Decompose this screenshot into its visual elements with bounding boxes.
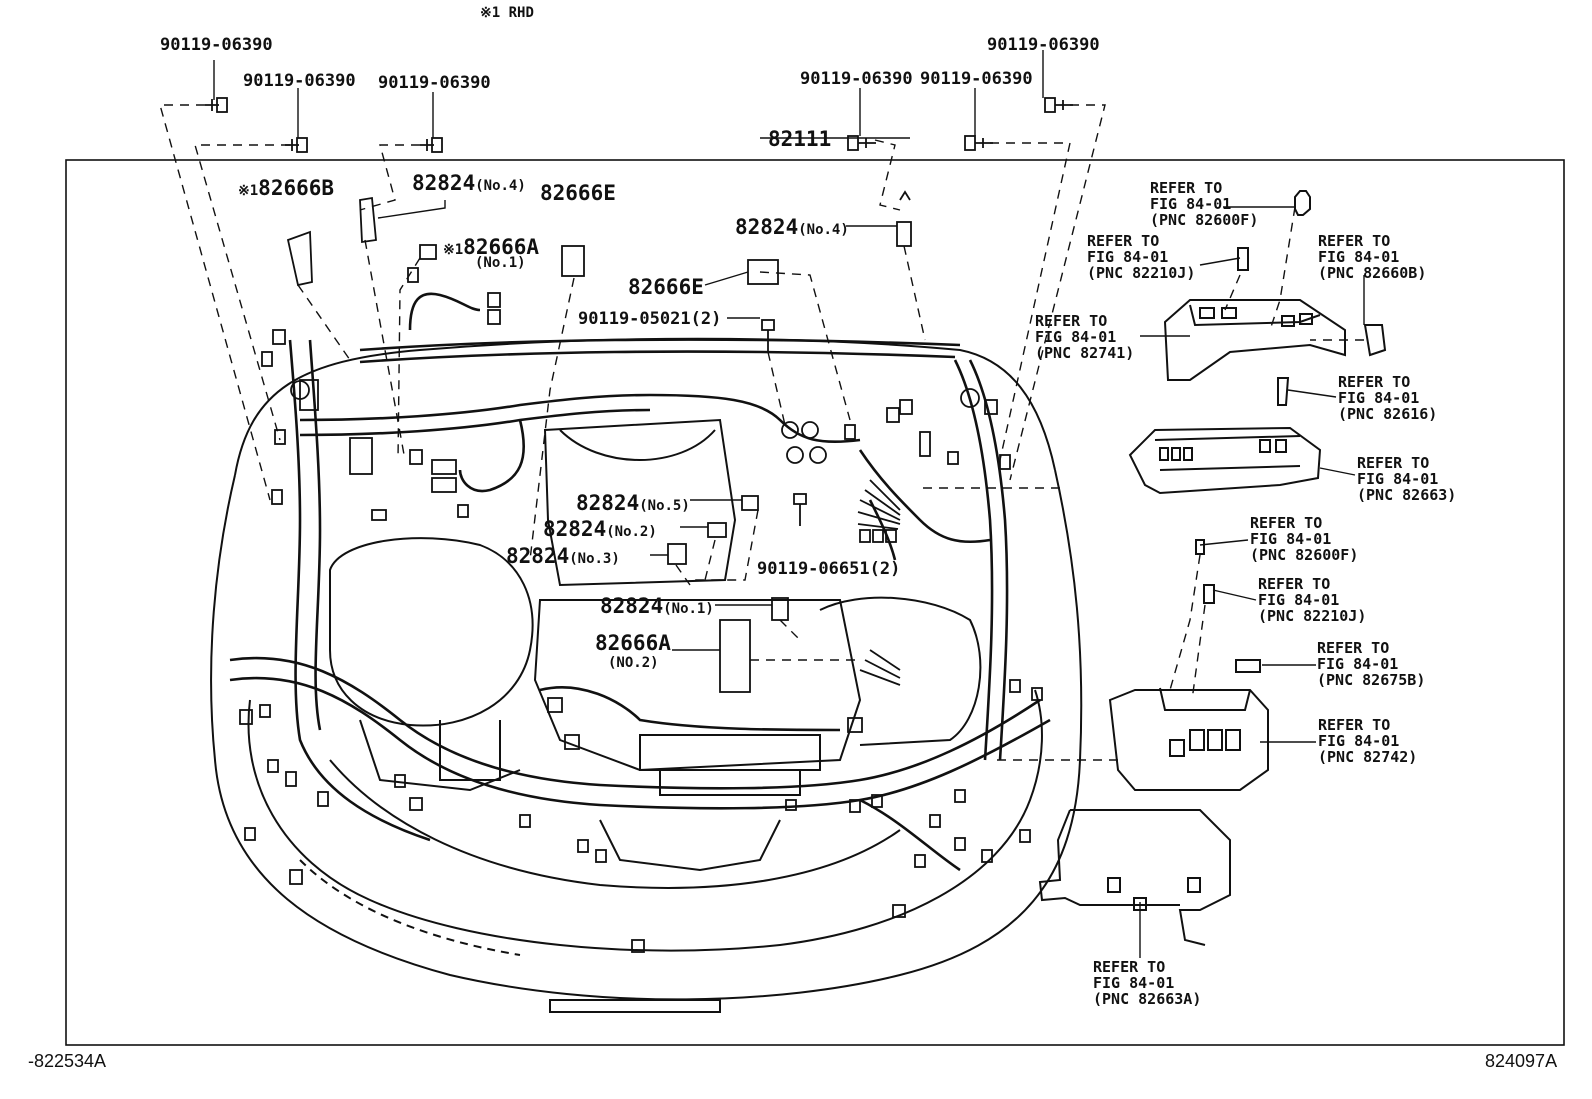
dashed-guides [159,104,1364,761]
right-boxes [1038,190,1387,946]
clamp-a-no2-suffix: (NO.2) [608,655,659,671]
rhd-note: ※1 RHD [480,5,534,21]
clamp-a-no2-label: 82666A [595,631,671,655]
clamp-b-label: ※182666B [238,176,335,200]
relay-no4-right-label: 82824(No.4) [735,215,849,239]
bolt-05021-label: 90119-05021(2) [578,309,722,329]
main-harness-bundle [229,292,1051,872]
connector-blocks [239,267,1043,953]
vehicle-body-outline [210,337,1083,1013]
bolt-label-b: 90119-06390 [243,71,356,91]
rhd-mark: ※1 [443,242,464,258]
connector-cluster-center [857,479,901,686]
diagram-code-left: -822534A [28,1051,107,1071]
relay-no1-label: 82824(No.1) [600,594,714,618]
bolt-icons [205,97,1073,526]
clamp-e-mid-label: 82666E [628,275,704,299]
diagram-frame [65,159,1565,1046]
bolt-06651-label: 90119-06651(2) [757,559,901,579]
bolt-label-c: 90119-06390 [378,73,491,93]
relay-no2-label: 82824(No.2) [543,517,657,541]
bolt-label-a: 90119-06390 [160,35,273,55]
relay-no3-label: 82824(No.3) [506,544,620,568]
bolt-label-e: 90119-06390 [920,69,1033,89]
rhd-mark: ※1 [238,183,259,199]
clamp-a-no1-label: ※182666A [443,235,540,259]
bolt-label-d: 90119-06390 [800,69,913,89]
diagram-code-right: 824097A [1485,1051,1558,1071]
clip-parts [286,190,912,287]
relay-no4-left-label: 82824(No.4) [412,171,526,195]
engine-outline [329,418,982,872]
relay-no5-label: 82824(No.5) [576,491,690,515]
harness-label: 82111 [768,127,832,151]
clamp-a-no1-suffix: (No.1) [475,255,526,271]
clamp-e-top-label: 82666E [540,181,616,205]
bolt-label-f: 90119-06390 [987,35,1100,55]
leader-lines [213,50,1365,958]
